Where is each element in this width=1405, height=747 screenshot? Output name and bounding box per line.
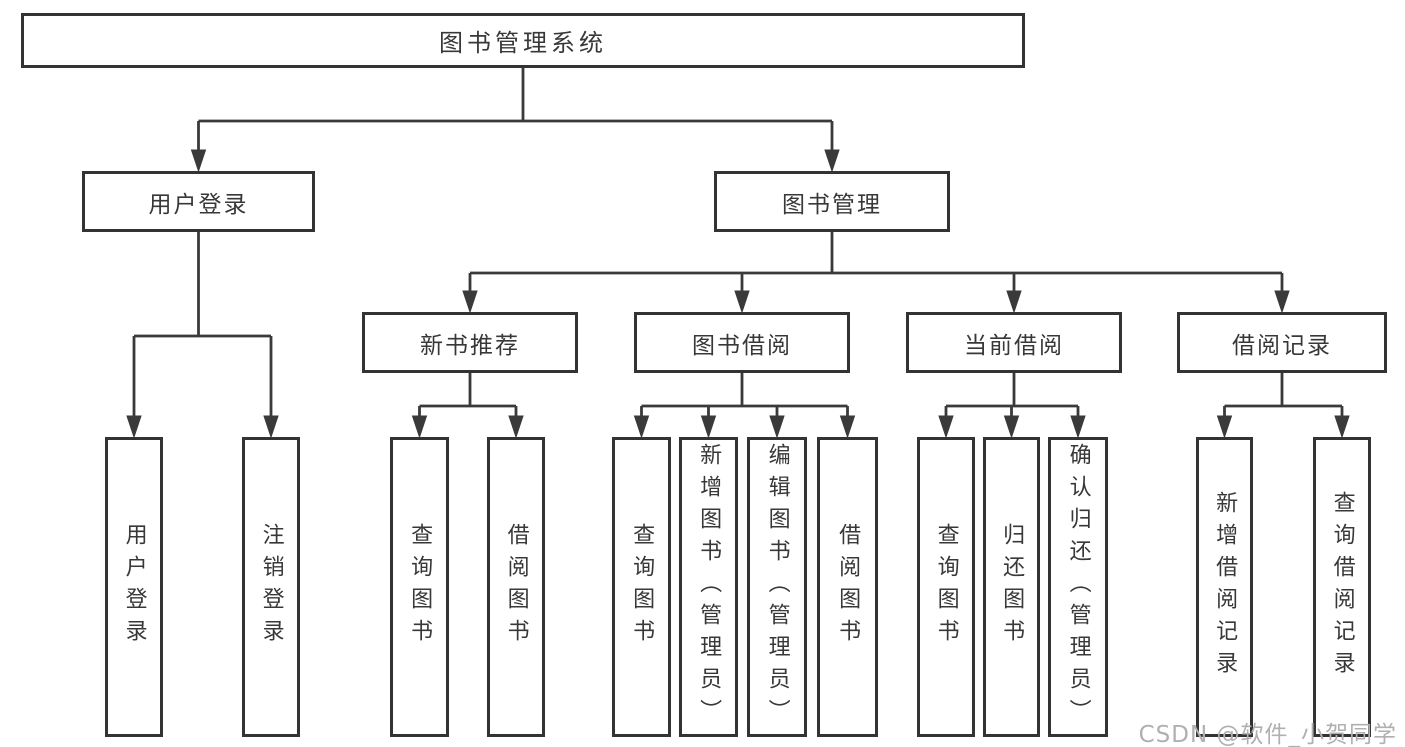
node-book-borrow: 图书借阅: [634, 312, 850, 373]
connector-current-borrow-children: [938, 373, 1086, 439]
leaf-label: 查询图书: [933, 523, 959, 651]
node-leaf-bb-add: 新增图书（管理员）: [679, 437, 738, 737]
leaf-label: 新增借阅记录: [1212, 491, 1238, 683]
node-new-book-rec: 新书推荐: [362, 312, 578, 373]
leaf-label: 借阅图书: [835, 523, 861, 651]
leaf-label: 新增图书（管理员）: [696, 443, 722, 731]
csdn-watermark: CSDN @软件_小贺同学: [1138, 722, 1397, 747]
node-borrow-record: 借阅记录: [1177, 312, 1387, 373]
node-leaf-bb-borrow: 借阅图书: [817, 437, 878, 737]
node-current-borrow: 当前借阅: [906, 312, 1122, 373]
leaf-label: 查询图书: [629, 523, 655, 651]
connector-book-borrow-children: [633, 373, 856, 439]
node-leaf-nbr-borrow: 借阅图书: [487, 437, 545, 737]
connector-book-mgmt-children: [462, 232, 1290, 314]
leaf-label: 用户登录: [121, 523, 147, 651]
node-leaf-cb-query: 查询图书: [917, 437, 975, 737]
node-leaf-cb-return: 归还图书: [983, 437, 1040, 737]
leaf-label: 归还图书: [999, 523, 1025, 651]
connector-new-book-rec-children: [411, 373, 524, 439]
connector-root-to-level2: [190, 68, 840, 173]
node-leaf-cb-confirm: 确认归还（管理员）: [1048, 437, 1108, 737]
node-leaf-nbr-query: 查询图书: [390, 437, 449, 737]
node-user-login: 用户登录: [82, 171, 315, 232]
node-leaf-bb-edit: 编辑图书（管理员）: [747, 437, 807, 737]
leaf-label: 注销登录: [258, 523, 284, 651]
node-leaf-br-add: 新增借阅记录: [1196, 437, 1253, 737]
leaf-label: 确认归还（管理员）: [1065, 443, 1091, 731]
connector-borrow-record-children: [1216, 373, 1350, 439]
connector-user-login-children: [126, 232, 279, 439]
node-leaf-br-query: 查询借阅记录: [1313, 437, 1371, 737]
node-leaf-bb-query: 查询图书: [612, 437, 671, 737]
node-book-mgmt: 图书管理: [714, 171, 950, 232]
node-leaf-logout: 注销登录: [242, 437, 300, 737]
leaf-label: 编辑图书（管理员）: [764, 443, 790, 731]
node-leaf-user-login: 用户登录: [105, 437, 163, 737]
leaf-label: 借阅图书: [503, 523, 529, 651]
node-root: 图书管理系统: [21, 13, 1025, 68]
leaf-label: 查询图书: [407, 523, 433, 651]
leaf-label: 查询借阅记录: [1329, 491, 1355, 683]
